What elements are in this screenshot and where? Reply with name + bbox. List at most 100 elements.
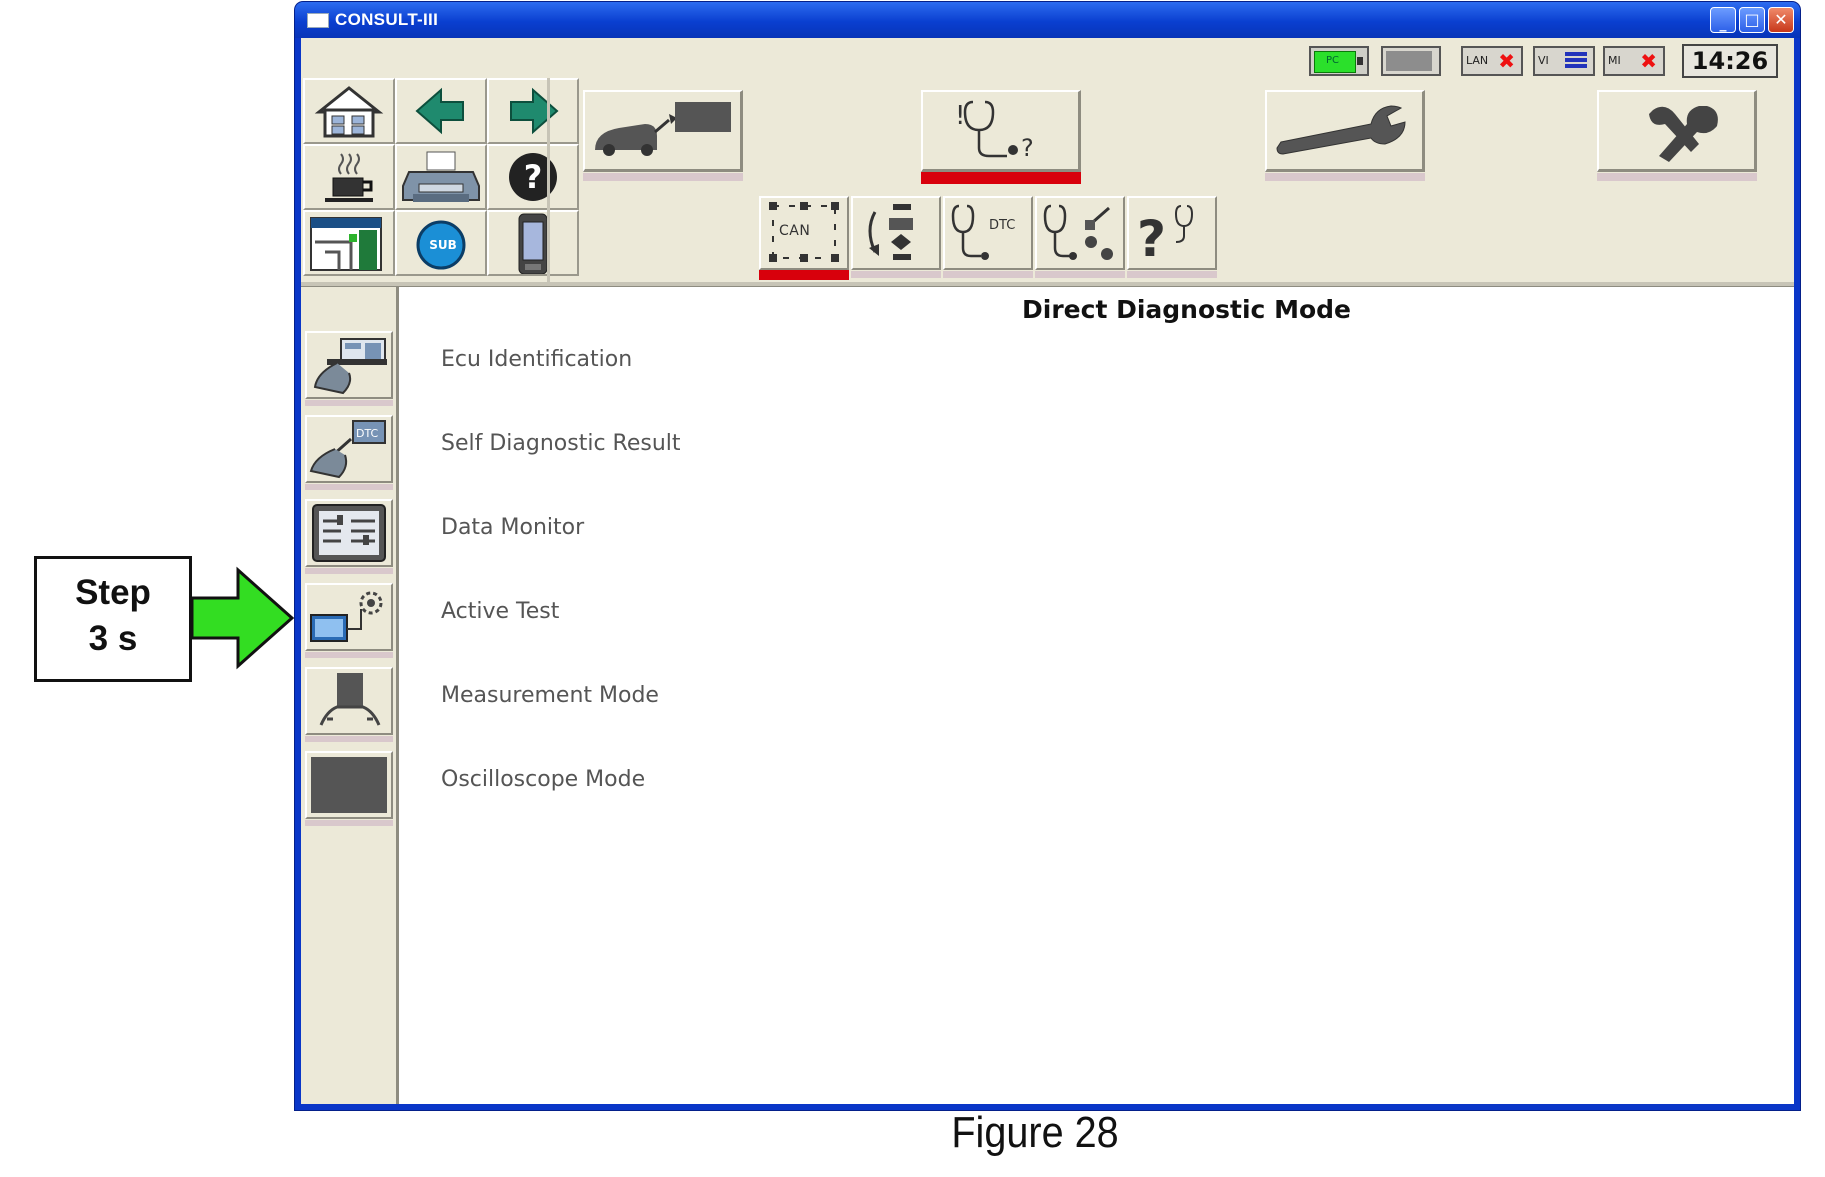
green-arrow-icon [190,566,295,670]
screen-capture-icon [310,217,382,271]
tab-work-flow[interactable] [851,196,941,278]
back-arrow-icon [415,87,464,135]
battery-level-icon: PC [1314,51,1356,73]
tab-diagnosis[interactable]: ! ? [921,90,1081,184]
measurement-icon [319,673,381,726]
tab-can-diagnosis[interactable]: CAN [759,196,849,280]
question-stethoscope-icon: ? [1137,205,1194,268]
sub-mode-icon [416,220,466,270]
forward-arrow-icon [510,87,559,135]
tools-crossed-icon [1649,106,1718,162]
sidebar-item-self-diagnostic-result[interactable]: DTC [305,415,393,490]
forward-button[interactable] [487,78,579,144]
print-button[interactable] [395,144,487,210]
phone-button[interactable] [487,210,579,276]
menu-item-active-test[interactable]: Active Test [441,599,560,624]
figure-caption: Figure 28 [951,1108,1119,1157]
tab-vehicle-selection[interactable] [583,90,743,181]
maximize-icon: □ [1744,10,1760,29]
close-button[interactable]: ✕ [1768,7,1794,33]
back-button[interactable] [395,78,487,144]
signal-bars-icon [1565,52,1587,70]
screen-capture-button[interactable] [303,210,395,276]
vi-status: VI [1533,46,1595,76]
app-window: CONSULT-III _ □ ✕ PC LAN ✖ VI MI ✖ 14:26 [295,2,1800,1110]
coffee-icon [325,153,373,202]
home-button[interactable] [303,78,395,144]
tab-repair[interactable] [1265,90,1425,181]
tab-dtc-diagnosis[interactable]: DTC [943,196,1033,278]
step-duration: 3 s [88,619,138,658]
sidebar-underline [305,820,393,826]
sidebar-underline [305,736,393,742]
maximize-button[interactable]: □ [1739,7,1765,33]
minimize-icon: _ [1719,16,1727,32]
main-panel: Direct Diagnostic Mode Ecu Identificatio… [399,287,1794,1104]
sidebar-item-active-test[interactable] [305,583,393,658]
printer-icon [402,151,480,202]
tab-component-diagnosis[interactable] [1035,196,1125,278]
oscilloscope-icon [311,757,387,813]
menu-item-ecu-identification[interactable]: Ecu Identification [441,347,633,372]
tab-underline-active [759,270,849,280]
sidebar-item-measurement-mode[interactable] [305,667,393,742]
pause-button[interactable] [303,144,395,210]
tab-underline [583,173,743,181]
app-icon [307,13,329,28]
menu-item-measurement-mode[interactable]: Measurement Mode [441,683,659,708]
pc-battery-indicator: PC [1309,46,1369,76]
sidebar-item-ecu-identification[interactable] [305,331,393,406]
sidebar-item-data-monitor[interactable] [305,499,393,574]
dtc-label: DTC [989,218,1016,233]
disconnected-icon: ✖ [1640,49,1657,73]
stethoscope-dtc-icon [951,204,989,260]
wrench-icon [1276,105,1406,155]
sidebar-item-oscilloscope-mode[interactable] [305,751,393,826]
can-network-icon [769,202,839,262]
page-title: Direct Diagnostic Mode [1022,295,1351,324]
svg-text:?: ? [1137,210,1166,268]
tab-underline [1035,271,1125,278]
battery-empty-icon [1386,51,1432,71]
step-callout: Step 3 s [34,556,192,682]
flowchart-icon [868,204,913,260]
stethoscope-parts-icon [1043,204,1113,260]
sidebar-underline [305,652,393,658]
sidebar-underline [305,400,393,406]
phone-icon [518,213,548,274]
clock: 14:26 [1682,44,1778,78]
tab-settings[interactable] [1597,90,1757,181]
data-monitor-icon [312,504,386,562]
menu-item-data-monitor[interactable]: Data Monitor [441,515,585,540]
tab-underline [851,271,941,278]
tab-underline [1597,173,1757,181]
svg-text:!: ! [955,101,965,131]
help-icon: ? [509,153,557,201]
tab-help-diagnosis[interactable]: ? [1127,196,1217,278]
close-icon: ✕ [1774,10,1788,29]
menu-item-self-diagnostic-result[interactable]: Self Diagnostic Result [441,431,681,456]
mi-label: MI [1608,54,1621,67]
can-label: CAN [779,223,811,239]
minimize-button[interactable]: _ [1710,7,1736,33]
tab-underline [1265,173,1425,181]
sidebar-underline [305,568,393,574]
sub-label: SUB [429,238,457,252]
sidebar-underline [305,484,393,490]
client-area: PC LAN ✖ VI MI ✖ 14:26 [301,38,1794,1104]
toolbar-bottom-divider [301,282,1794,287]
tab-underline-active [921,172,1081,184]
help-button[interactable]: ? [487,144,579,210]
battery-label: PC [1326,55,1340,66]
active-test-icon [310,591,383,642]
svg-text:?: ? [524,158,543,196]
title-bar[interactable]: CONSULT-III _ □ ✕ [295,2,1800,38]
toolbar-divider [547,78,550,282]
tab-underline [1127,271,1217,278]
dtc-result-icon: DTC [309,420,386,479]
vi-battery-indicator [1381,46,1441,76]
menu-item-oscilloscope-mode[interactable]: Oscilloscope Mode [441,767,646,792]
sub-mode-button[interactable]: SUB [395,210,487,276]
svg-text:DTC: DTC [356,427,379,440]
mi-status: MI ✖ [1603,46,1665,76]
